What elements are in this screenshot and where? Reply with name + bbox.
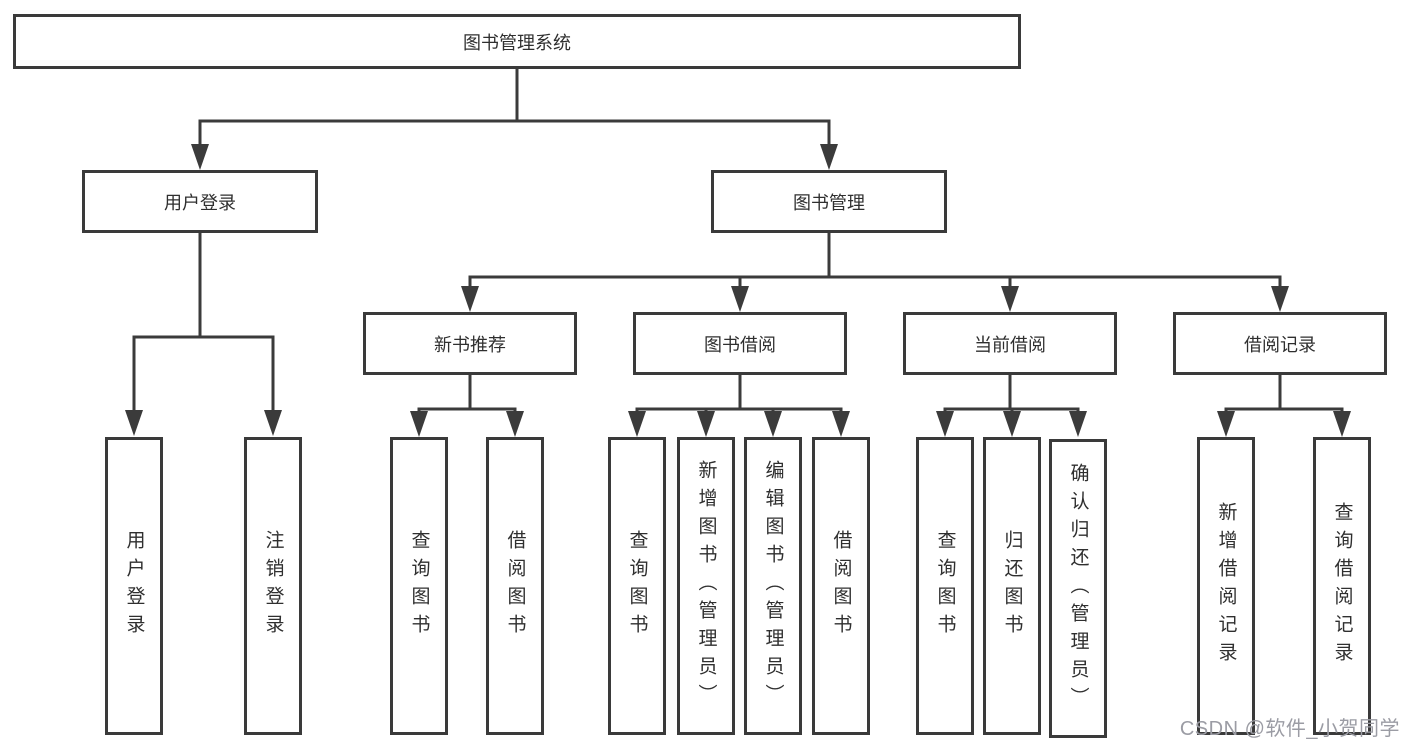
leaf-user-login-label: 用户登录 bbox=[123, 530, 145, 642]
arrow-down-icon bbox=[628, 411, 646, 437]
connector-current-to-leaves bbox=[943, 375, 1080, 412]
node-user-login-label: 用户登录 bbox=[164, 192, 236, 213]
arrow-down-icon bbox=[1333, 411, 1351, 437]
arrow-down-icon bbox=[1001, 286, 1019, 312]
connector-recommend-to-leaves bbox=[417, 375, 517, 412]
node-borrow-records-label: 借阅记录 bbox=[1244, 334, 1316, 355]
node-current-borrow-label: 当前借阅 bbox=[974, 334, 1046, 355]
leaf-borrow-add-books-admin-label: 新增图书（管理员） bbox=[695, 460, 717, 712]
leaf-borrow-add-books-admin: 新增图书（管理员） bbox=[677, 437, 735, 735]
arrow-down-icon bbox=[125, 410, 143, 436]
arrow-down-icon bbox=[832, 411, 850, 437]
connector-root-to-level1 bbox=[198, 68, 831, 146]
arrow-down-icon bbox=[506, 411, 524, 437]
leaf-recommend-borrow-books: 借阅图书 bbox=[486, 437, 544, 735]
node-book-management-label: 图书管理 bbox=[793, 192, 865, 213]
leaf-current-confirm-return-admin-label: 确认归还（管理员） bbox=[1067, 462, 1089, 715]
node-current-borrow: 当前借阅 bbox=[903, 312, 1117, 375]
leaf-borrow-edit-books-admin: 编辑图书（管理员） bbox=[744, 437, 802, 735]
node-root: 图书管理系统 bbox=[13, 14, 1021, 69]
node-new-book-recommend: 新书推荐 bbox=[363, 312, 577, 375]
arrow-down-icon bbox=[731, 286, 749, 312]
leaf-logout-label: 注销登录 bbox=[262, 530, 284, 642]
connector-bookmgmt-to-level2 bbox=[468, 233, 1282, 288]
arrow-down-icon bbox=[936, 411, 954, 437]
arrow-down-icon bbox=[820, 144, 838, 170]
connector-records-to-leaves bbox=[1224, 375, 1344, 412]
leaf-records-add-record: 新增借阅记录 bbox=[1197, 437, 1255, 735]
leaf-borrow-borrow-books: 借阅图书 bbox=[812, 437, 870, 735]
connector-userlogin-to-leaves bbox=[132, 233, 275, 412]
arrow-down-icon bbox=[461, 286, 479, 312]
leaf-records-query-record: 查询借阅记录 bbox=[1313, 437, 1371, 735]
node-root-label: 图书管理系统 bbox=[463, 32, 571, 53]
leaf-borrow-query-books-label: 查询图书 bbox=[626, 530, 648, 642]
leaf-current-return-books-label: 归还图书 bbox=[1001, 530, 1023, 642]
node-book-management: 图书管理 bbox=[711, 170, 947, 233]
connector-borrow-to-leaves bbox=[635, 375, 843, 412]
arrow-down-icon bbox=[410, 411, 428, 437]
leaf-recommend-query-books-label: 查询图书 bbox=[408, 530, 430, 642]
leaf-borrow-borrow-books-label: 借阅图书 bbox=[830, 530, 852, 642]
arrow-down-icon bbox=[764, 411, 782, 437]
leaf-current-query-books-label: 查询图书 bbox=[934, 530, 956, 642]
leaf-current-return-books: 归还图书 bbox=[983, 437, 1041, 735]
leaf-records-query-record-label: 查询借阅记录 bbox=[1331, 502, 1353, 670]
watermark: CSDN @软件_小贺同学 bbox=[1179, 718, 1400, 740]
arrow-down-icon bbox=[1217, 411, 1235, 437]
arrow-down-icon bbox=[191, 144, 209, 170]
node-book-borrow: 图书借阅 bbox=[633, 312, 847, 375]
arrow-down-icon bbox=[1069, 411, 1087, 437]
arrow-down-icon bbox=[1271, 286, 1289, 312]
leaf-recommend-query-books: 查询图书 bbox=[390, 437, 448, 735]
node-borrow-records: 借阅记录 bbox=[1173, 312, 1387, 375]
node-new-book-recommend-label: 新书推荐 bbox=[434, 334, 506, 355]
leaf-current-query-books: 查询图书 bbox=[916, 437, 974, 735]
arrow-down-icon bbox=[697, 411, 715, 437]
leaf-borrow-query-books: 查询图书 bbox=[608, 437, 666, 735]
leaf-user-login: 用户登录 bbox=[105, 437, 163, 735]
node-user-login: 用户登录 bbox=[82, 170, 318, 233]
leaf-recommend-borrow-books-label: 借阅图书 bbox=[504, 530, 526, 642]
arrow-down-icon bbox=[264, 410, 282, 436]
arrow-down-icon bbox=[1003, 411, 1021, 437]
leaf-borrow-edit-books-admin-label: 编辑图书（管理员） bbox=[762, 460, 784, 712]
leaf-logout: 注销登录 bbox=[244, 437, 302, 735]
leaf-records-add-record-label: 新增借阅记录 bbox=[1215, 502, 1237, 670]
leaf-current-confirm-return-admin: 确认归还（管理员） bbox=[1049, 439, 1107, 738]
node-book-borrow-label: 图书借阅 bbox=[704, 334, 776, 355]
